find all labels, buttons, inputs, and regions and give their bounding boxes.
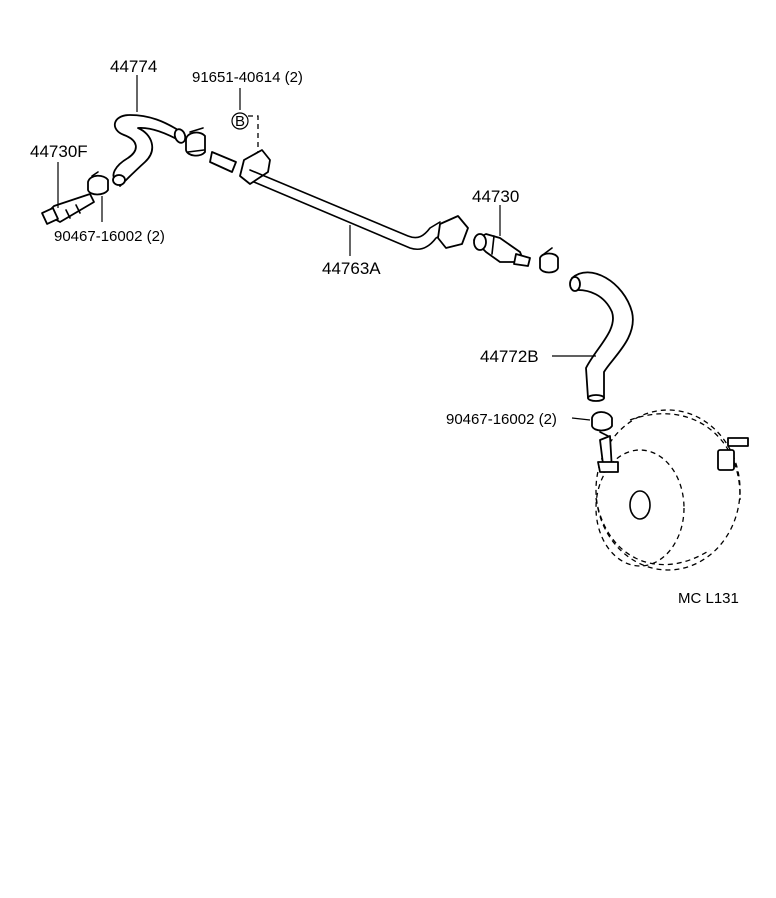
ref-circle-b [231, 112, 249, 130]
check-valve-44730[interactable] [473, 233, 531, 267]
dashed-ref-line [248, 115, 259, 158]
hose-44774[interactable] [112, 114, 187, 187]
label-91651-40614: 91651-40614 (2) [192, 69, 303, 86]
hose-44772b[interactable] [569, 271, 634, 402]
clamp-90467-right[interactable] [591, 411, 613, 437]
clamp-90467-left[interactable] [87, 171, 109, 196]
label-44774: 44774 [110, 57, 157, 76]
brake-booster [595, 409, 749, 571]
label-44730: 44730 [472, 187, 519, 206]
label-44772b: 44772B [480, 347, 539, 366]
label-90467-right: 90467-16002 (2) [446, 411, 557, 428]
pipe-44763a[interactable] [209, 149, 469, 251]
clamp-upper-left[interactable] [185, 127, 206, 157]
diagram-code: MC L131 [678, 590, 739, 607]
label-44730f: 44730F [30, 142, 88, 161]
ref-b: B [235, 113, 245, 130]
check-valve-44730f[interactable] [41, 193, 95, 225]
label-90467-left: 90467-16002 (2) [54, 228, 165, 245]
leader-90467-right [571, 417, 591, 421]
label-44763a: 44763A [322, 259, 381, 278]
clamp-upper-right[interactable] [539, 247, 559, 274]
